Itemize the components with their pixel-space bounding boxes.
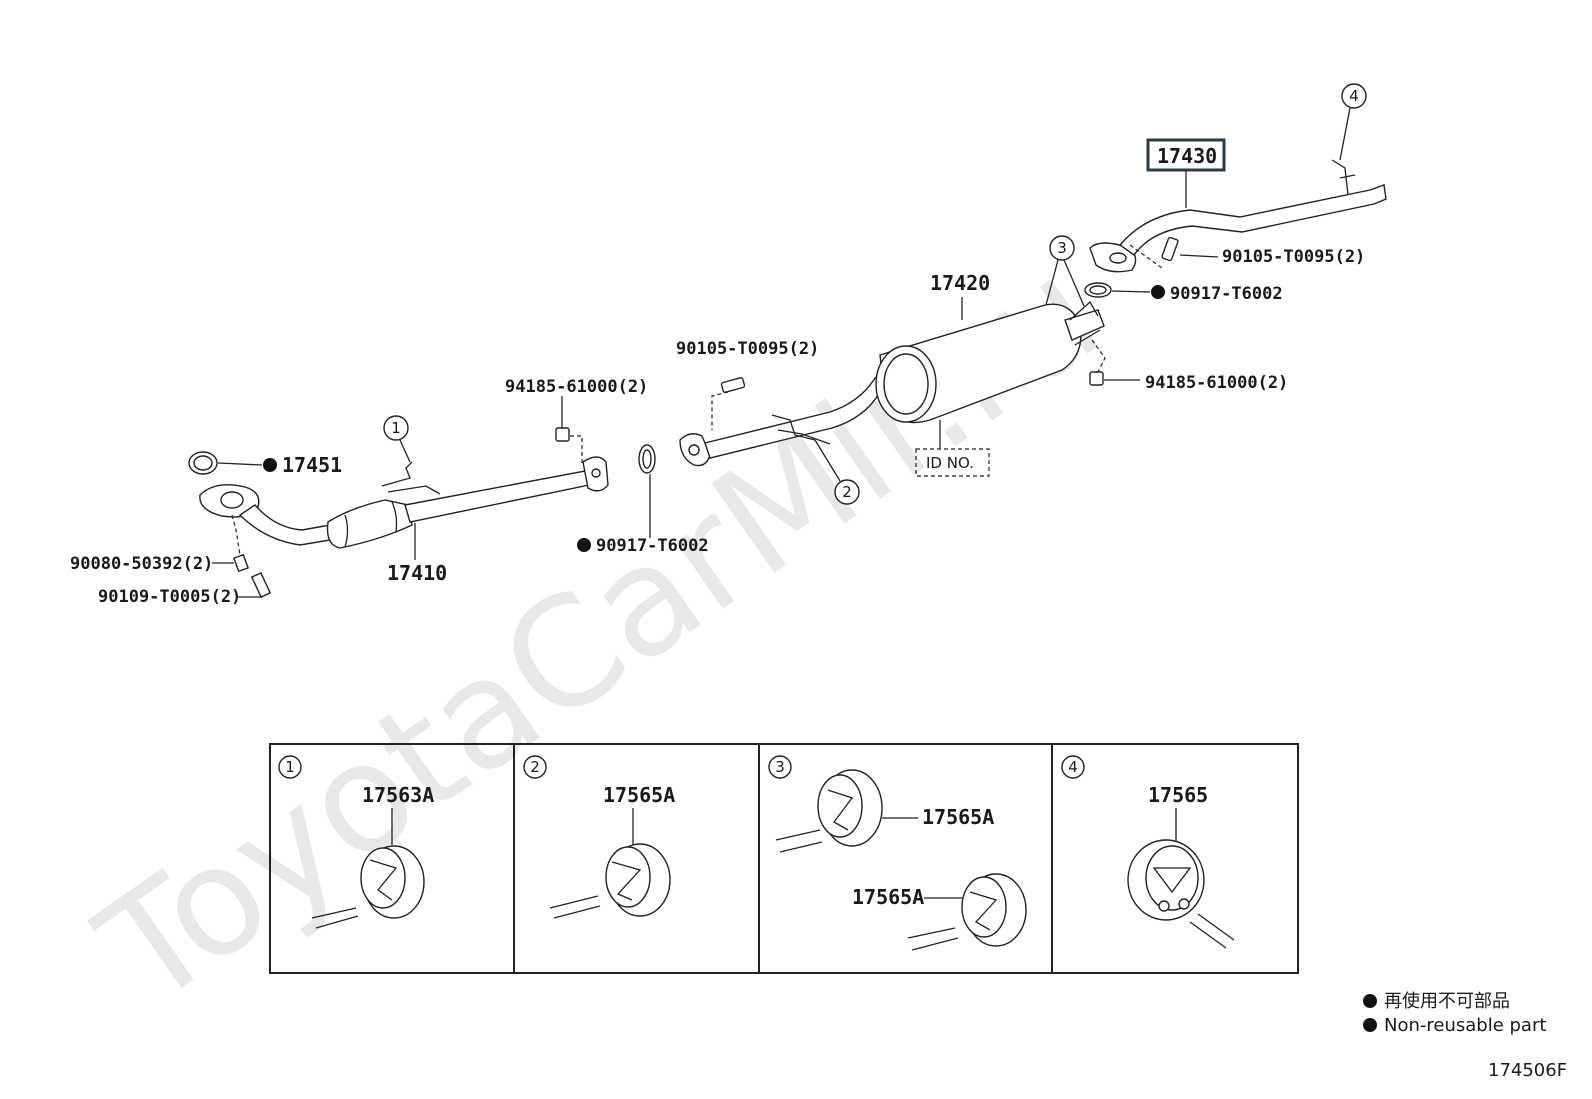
detail-panel-4: 4 17565: [1061, 755, 1235, 949]
detail-panel-3: 3 17565A 17565A: [768, 755, 1027, 951]
callout-2[interactable]: [834, 479, 860, 505]
panel-4-part-label[interactable]: 17565: [1148, 783, 1208, 807]
part-label-94185-left[interactable]: 94185-61000(2): [505, 377, 648, 397]
callout-4[interactable]: [1341, 83, 1367, 109]
part-label-90917-left[interactable]: 90917-T6002: [596, 536, 709, 556]
svg-text:3: 3: [775, 758, 785, 776]
nut-94185-left[interactable]: [555, 427, 570, 442]
svg-text:1: 1: [285, 758, 295, 776]
detail-panel-2: 2 17565A: [523, 755, 675, 919]
panel-3-number: [768, 755, 792, 779]
part-label-17451[interactable]: 17451: [282, 453, 342, 477]
panel-1-number: [278, 755, 302, 779]
part-label-90105-mid[interactable]: 90105-T0095(2): [676, 339, 819, 359]
panel-1-part-label[interactable]: 17563A: [362, 783, 434, 807]
legend: 再使用不可部品 Non-reusable part: [1363, 991, 1546, 1036]
bolt-90105-mid[interactable]: [720, 377, 746, 393]
non-reusable-dot: [577, 538, 591, 552]
panel-2-number: [523, 755, 547, 779]
bolt-90109[interactable]: [250, 571, 272, 599]
detail-panel-1: 1 17563A: [278, 755, 434, 929]
panel-2-part-label[interactable]: 17565A: [603, 783, 675, 807]
part-label-90105-right[interactable]: 90105-T0095(2): [1222, 247, 1365, 267]
part-label-94185-right[interactable]: 94185-61000(2): [1145, 373, 1288, 393]
legend-line-jp: 再使用不可部品: [1384, 991, 1510, 1012]
detail-panels: [269, 743, 1299, 974]
center-pipe-muffler[interactable]: [679, 300, 1105, 467]
legend-line-en: Non-reusable part: [1384, 1015, 1546, 1036]
gasket-90917-right[interactable]: [1084, 282, 1112, 298]
front-exhaust-pipe[interactable]: [199, 456, 609, 549]
id-no-label: ID NO.: [926, 454, 974, 472]
part-label-90080[interactable]: 90080-50392(2): [70, 554, 213, 574]
tail-pipe-17430[interactable]: [1089, 159, 1387, 273]
non-reusable-dot: [1363, 994, 1377, 1008]
part-label-90917-right[interactable]: 90917-T6002: [1170, 284, 1283, 304]
figure-id: 174506F: [1488, 1060, 1567, 1081]
rubber-hanger-17563A[interactable]: [360, 845, 425, 919]
part-label-17430[interactable]: 17430: [1157, 144, 1217, 168]
panel-3-part-label-upper[interactable]: 17565A: [922, 805, 994, 829]
panel-4-number: [1061, 755, 1085, 779]
svg-text:4: 4: [1068, 758, 1078, 776]
id-no-box: [915, 448, 990, 477]
svg-text:2: 2: [530, 758, 540, 776]
gasket-90917-left[interactable]: [638, 444, 656, 474]
gasket-17451[interactable]: [188, 451, 218, 475]
rubber-hanger-17565[interactable]: [1127, 839, 1205, 921]
part-label-90109[interactable]: 90109-T0005(2): [98, 587, 241, 607]
callout-1[interactable]: [383, 415, 409, 441]
svg-text:2: 2: [842, 483, 852, 501]
rubber-hanger-17565A-upper[interactable]: [817, 769, 883, 847]
nut-94185-right[interactable]: [1089, 371, 1104, 386]
svg-text:3: 3: [1057, 239, 1067, 257]
part-label-17410[interactable]: 17410: [387, 561, 447, 585]
svg-text:4: 4: [1349, 87, 1359, 105]
non-reusable-dot: [1363, 1018, 1377, 1032]
svg-text:1: 1: [391, 419, 401, 437]
panel-3-part-label-lower[interactable]: 17565A: [852, 885, 924, 909]
rubber-hanger-17565A-lower[interactable]: [961, 873, 1027, 947]
non-reusable-dot: [1151, 285, 1165, 299]
callout-3[interactable]: [1049, 235, 1075, 261]
non-reusable-dot: [263, 458, 277, 472]
highlighted-part-box: [1146, 138, 1226, 172]
bolt-90105-right[interactable]: [1161, 236, 1179, 262]
part-label-17420[interactable]: 17420: [930, 271, 990, 295]
bolt-90080[interactable]: [233, 553, 249, 573]
rubber-hanger-17565A-panel2[interactable]: [605, 843, 671, 917]
